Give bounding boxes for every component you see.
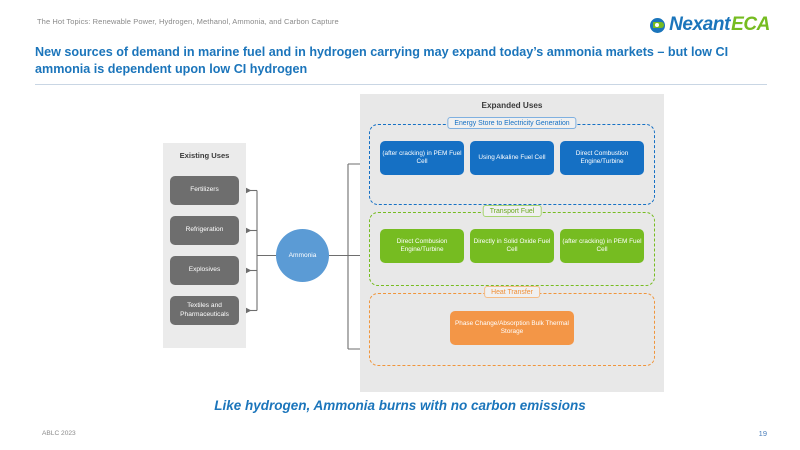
existing-use-item[interactable]: Fertilizers	[170, 176, 239, 205]
expanded-use-group-heat: Heat Transfer Phase Change/Absorption Bu…	[369, 286, 655, 366]
header-kicker: The Hot Topics: Renewable Power, Hydroge…	[37, 17, 339, 26]
expanded-use-card[interactable]: Phase Change/Absorption Bulk Thermal Sto…	[450, 311, 574, 345]
group-label: Transport Fuel	[482, 205, 542, 217]
expanded-use-card[interactable]: (after cracking) in PEM Fuel Cell	[380, 141, 464, 175]
page-number: 19	[758, 429, 767, 438]
card-row: Direct Combusion Engine/Turbine Directly…	[380, 229, 644, 263]
expanded-use-group-transport: Transport Fuel Direct Combusion Engine/T…	[369, 205, 655, 286]
expanded-use-card[interactable]: (after cracking) in PEM Fuel Cell	[560, 229, 644, 263]
nexant-circle-logo-icon	[650, 17, 666, 33]
title-divider	[35, 84, 767, 85]
brand-name-primary: Nexant	[669, 14, 731, 35]
expanded-use-card[interactable]: Directly in Solid Oxide Fuel Cell	[470, 229, 554, 263]
group-label: Energy Store to Electricity Generation	[447, 117, 577, 129]
expanded-use-group-energy: Energy Store to Electricity Generation (…	[369, 117, 655, 205]
brand-logo: Nexant ECA	[650, 14, 770, 36]
ammonia-uses-diagram: Existing Uses Fertilizers Refrigeration …	[0, 88, 800, 398]
card-row: (after cracking) in PEM Fuel Cell Using …	[380, 141, 644, 175]
brand-name-secondary: ECA	[731, 14, 770, 35]
ammonia-node[interactable]: Ammonia	[276, 229, 329, 282]
page-title: New sources of demand in marine fuel and…	[35, 45, 729, 76]
expanded-use-card[interactable]: Using Alkaline Fuel Cell	[470, 141, 554, 175]
group-label: Heat Transfer	[484, 286, 540, 298]
slide-tagline: Like hydrogen, Ammonia burns with no car…	[214, 398, 586, 413]
expanded-use-card[interactable]: Direct Combustion Engine/Turbine	[560, 141, 644, 175]
existing-use-item[interactable]: Refrigeration	[170, 216, 239, 245]
footer-event-label: ABLC 2023	[42, 430, 76, 437]
expanded-use-card[interactable]: Direct Combusion Engine/Turbine	[380, 229, 464, 263]
existing-use-item[interactable]: Textiles and Pharmaceuticals	[170, 296, 239, 325]
card-row: Phase Change/Absorption Bulk Thermal Sto…	[380, 311, 644, 345]
existing-use-item[interactable]: Explosives	[170, 256, 239, 285]
existing-uses-title: Existing Uses	[179, 151, 230, 160]
expanded-uses-title: Expanded Uses	[481, 101, 543, 110]
